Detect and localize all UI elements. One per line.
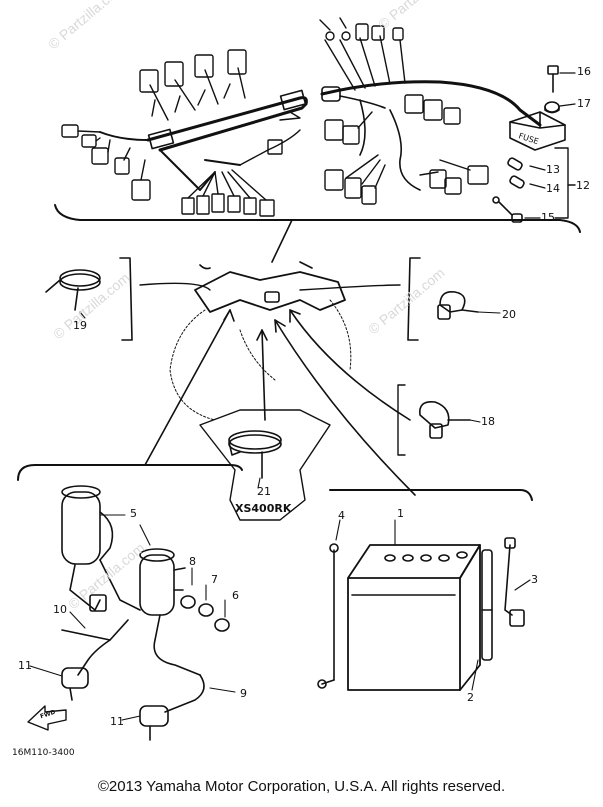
cable-clamp <box>418 400 471 439</box>
part-label: 16 <box>577 65 591 78</box>
breather-pipe <box>481 549 493 661</box>
part-label: 19 <box>73 319 87 332</box>
band-clamp <box>45 269 101 311</box>
ignition-coil <box>139 548 201 676</box>
part-label: 8 <box>189 555 196 568</box>
part-label: 18 <box>481 415 495 428</box>
cable-clamp <box>437 290 479 320</box>
part-label: 15 <box>541 211 555 224</box>
part-label: 5 <box>130 507 137 520</box>
battery-lead <box>317 543 339 689</box>
part-label: 12 <box>576 179 590 192</box>
part-label: 21 <box>257 485 271 498</box>
battery-lead <box>504 537 525 627</box>
nut <box>544 101 560 114</box>
part-label: 10 <box>53 603 67 616</box>
part-label: 2 <box>467 691 474 704</box>
part-code: 16M110-3400 <box>12 748 75 758</box>
part-label: 9 <box>240 687 247 700</box>
part-label: 20 <box>502 308 516 321</box>
handlebar-assembly <box>119 219 421 521</box>
copyright-footer: ©2013 Yamaha Motor Corporation, U.S.A. A… <box>97 778 506 795</box>
battery <box>347 544 481 691</box>
part-label: 1 <box>397 507 404 520</box>
wire-harness: FUSE <box>54 17 581 233</box>
part-label: 4 <box>338 509 345 522</box>
nut <box>180 595 230 632</box>
part-label: 3 <box>531 573 538 586</box>
part-label: 14 <box>546 182 560 195</box>
forward-arrow-icon <box>27 705 67 731</box>
part-label: 7 <box>211 573 218 586</box>
fuse <box>492 157 525 223</box>
variant-label: XS400RK <box>235 502 292 515</box>
fuse-box <box>509 111 566 151</box>
band-clamp <box>228 430 282 479</box>
part-label: 13 <box>546 163 560 176</box>
spark-plug-lead <box>61 619 205 741</box>
part-label: 11 <box>18 659 32 672</box>
part-label: 17 <box>577 97 591 110</box>
part-label: 6 <box>232 589 239 602</box>
bolt <box>547 65 559 93</box>
part-label: 11 <box>110 715 124 728</box>
ignition-coil <box>61 485 141 612</box>
